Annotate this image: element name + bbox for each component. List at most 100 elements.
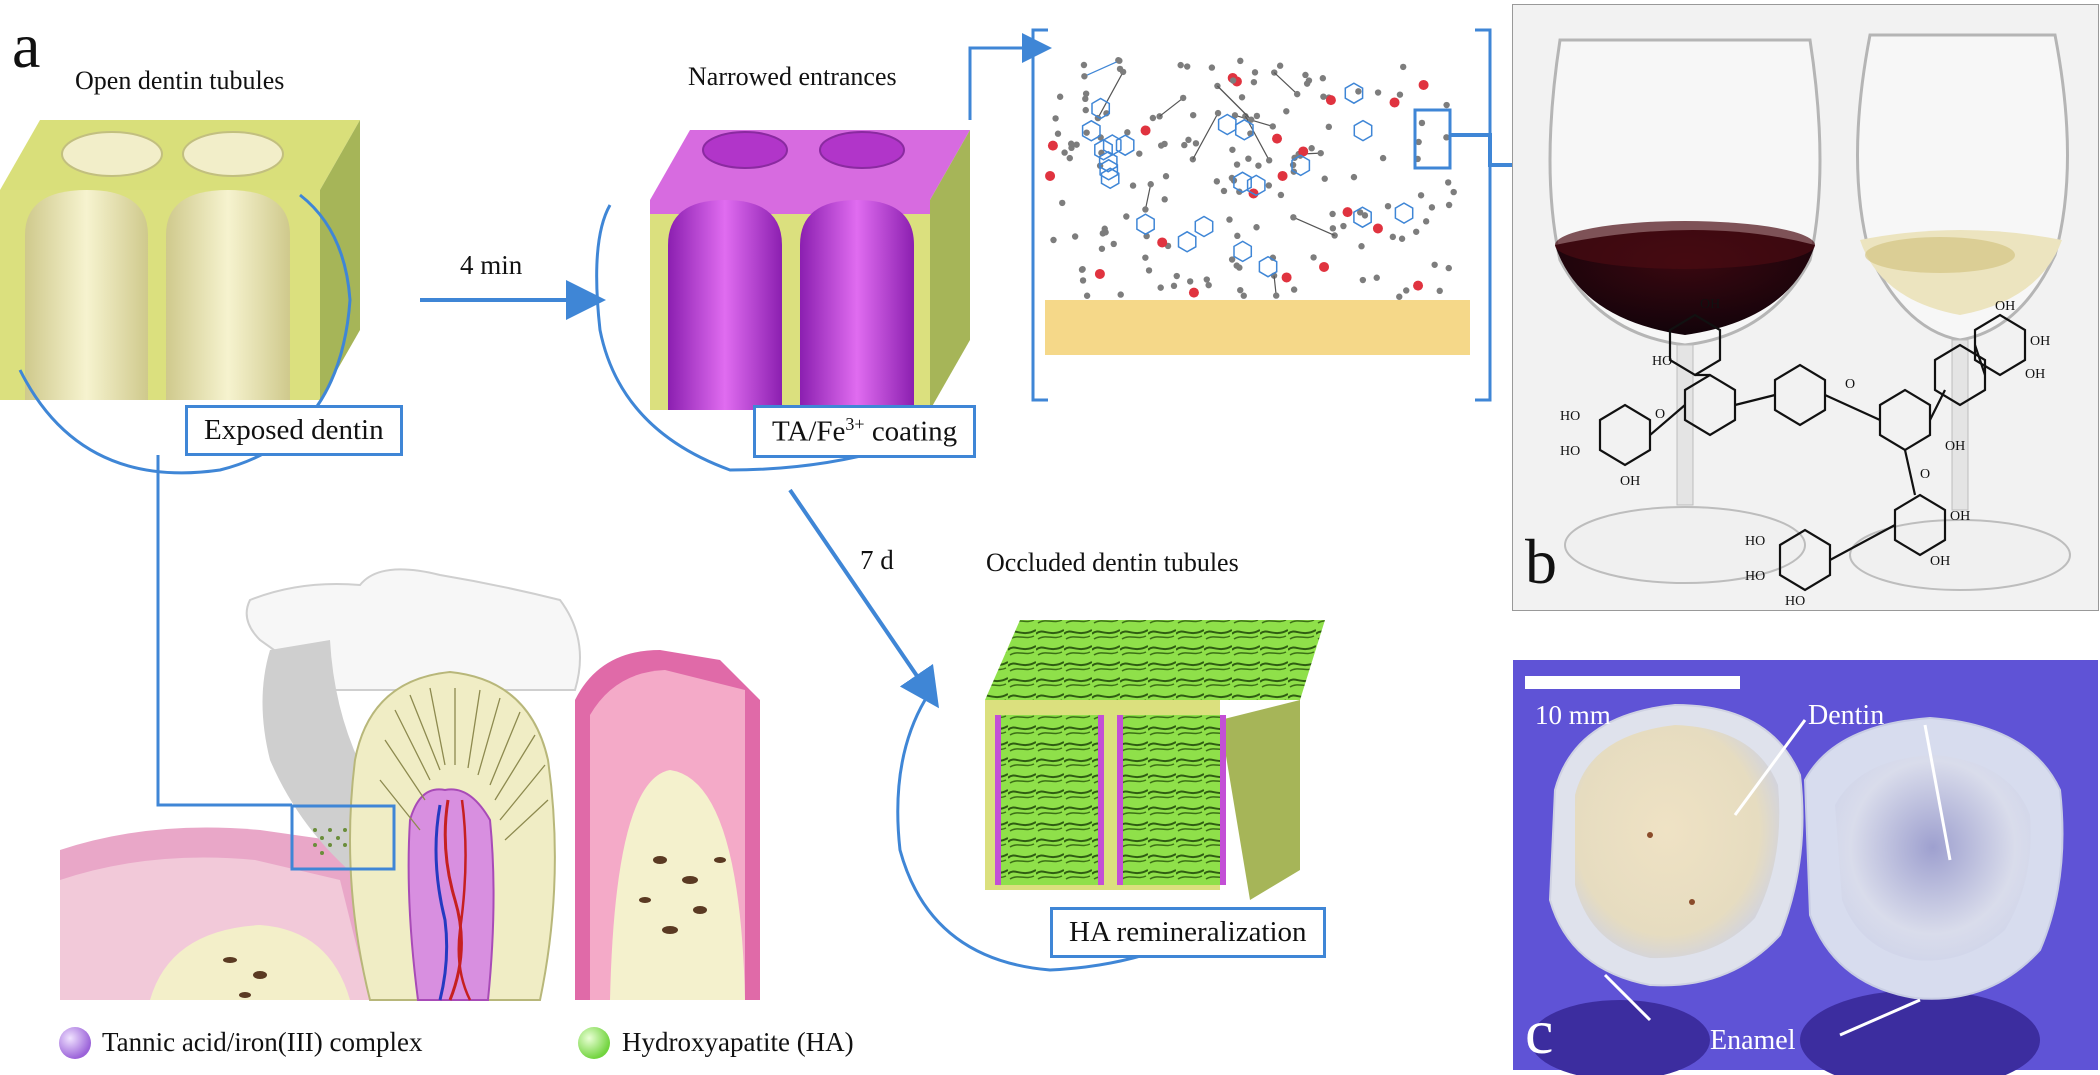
phenol-ring	[1094, 138, 1113, 161]
ho-label: HO	[1785, 594, 1805, 609]
oh-label: OH	[1945, 439, 1965, 454]
dentin-label: Dentin	[1808, 700, 1885, 731]
network-atom	[1358, 243, 1365, 250]
network-bond	[1097, 71, 1124, 119]
network-atom	[1079, 277, 1087, 284]
network-atom	[1310, 254, 1317, 261]
phenol-ring	[1081, 119, 1101, 142]
network-atom	[1290, 286, 1298, 293]
network-atom	[1229, 146, 1236, 153]
network-atom	[1265, 182, 1273, 189]
network-atom	[1231, 112, 1239, 119]
coating-prefix: TA/Fe	[772, 415, 846, 448]
ta-fe-network	[1045, 57, 1457, 300]
network-atom	[1325, 123, 1333, 131]
exposed-dentin-box: Exposed dentin	[185, 405, 403, 456]
network-atom	[1445, 264, 1452, 272]
network-atom	[1147, 181, 1154, 188]
network-atom	[1170, 282, 1178, 290]
network-bond	[1144, 184, 1152, 210]
legend-label-tannic: Tannic acid/iron(III) complex	[102, 1027, 423, 1057]
network-atom	[1431, 261, 1438, 268]
ho-label: HO	[1560, 444, 1580, 459]
network-bond	[1159, 97, 1184, 117]
network-atom	[1157, 284, 1164, 291]
tannic-acid-structure	[1598, 313, 2027, 592]
phenol-ring	[1353, 206, 1372, 229]
network-atom	[1320, 93, 1327, 100]
enamel-pointer-1	[1603, 973, 1652, 1022]
network-atom	[1398, 235, 1406, 242]
network-atom	[1181, 141, 1188, 149]
network-atom	[1276, 62, 1284, 69]
network-atom	[1078, 266, 1086, 273]
dentin-pointer-2	[1923, 724, 1952, 861]
oh-label: OH	[1950, 509, 1970, 524]
network-atom	[1136, 150, 1143, 157]
panel-letter-a: a	[12, 10, 41, 81]
scale-bar	[1525, 676, 1740, 689]
network-atom	[1443, 134, 1450, 141]
iron-atom	[1188, 287, 1199, 298]
network-atom	[1066, 154, 1073, 162]
network-atom	[1399, 63, 1407, 71]
network-atom	[1329, 225, 1337, 232]
panel-b-photo: OH OH OH OH HO HO HO OH OH OH OH HO HO H…	[1512, 4, 2099, 611]
network-atom	[1233, 161, 1241, 168]
network-atom	[1237, 286, 1244, 294]
network-atom	[1050, 236, 1057, 244]
network-atom	[1389, 233, 1397, 241]
iron-atom	[1319, 261, 1330, 272]
legend-label-ha: Hydroxyapatite (HA)	[622, 1027, 854, 1057]
occluded-tubules-label: Occluded dentin tubules	[986, 548, 1239, 577]
network-atom	[1080, 61, 1088, 69]
network-atom	[1350, 173, 1358, 181]
iron-atom	[1298, 146, 1309, 157]
network-atom	[1373, 274, 1380, 281]
phenol-ring	[1177, 230, 1197, 253]
network-atom	[1443, 101, 1450, 109]
network-atom	[1220, 187, 1228, 195]
network-atom	[1234, 232, 1241, 240]
oh-label: OH	[1995, 299, 2015, 314]
oh-label: OH	[2025, 367, 2045, 382]
time-7d-label: 7 d	[860, 545, 894, 575]
network-atom	[1319, 75, 1327, 82]
network-atom	[1251, 69, 1259, 76]
phenol-ring	[1291, 154, 1311, 177]
network-bond	[1273, 275, 1277, 296]
phenol-ring	[1353, 119, 1373, 142]
network-atom	[1269, 123, 1276, 130]
network-atom	[1203, 276, 1210, 283]
network-atom	[1117, 291, 1124, 298]
network-atom	[1116, 65, 1124, 73]
o-label: O	[1845, 377, 1855, 392]
network-atom	[1379, 154, 1387, 162]
network-atom	[1083, 292, 1091, 299]
network-atom	[1247, 116, 1255, 123]
phenol-ring	[1246, 174, 1266, 197]
ho-label: HO	[1560, 409, 1580, 424]
iron-atom	[1389, 97, 1400, 108]
iron-atom	[1045, 170, 1056, 181]
phenol-ring	[1194, 215, 1214, 238]
iron-atom	[1342, 207, 1353, 218]
network-atom	[1238, 94, 1246, 101]
oh-label: OH	[1930, 554, 1950, 569]
network-atom	[1361, 212, 1369, 219]
network-atom	[1059, 199, 1066, 207]
panel-letter-b: b	[1525, 526, 1557, 597]
oh-label: OH	[1620, 474, 1640, 489]
phenol-ring	[1102, 134, 1122, 156]
network-atom	[1413, 228, 1420, 235]
network-atom	[1052, 115, 1059, 122]
iron-atom	[1094, 268, 1105, 279]
network-atom	[1290, 214, 1297, 221]
network-atom	[1245, 155, 1252, 162]
network-atom	[1250, 78, 1258, 86]
scale-bar-label: 10 mm	[1535, 700, 1611, 730]
network-atom	[1283, 108, 1290, 115]
phenol-ring	[1233, 240, 1253, 263]
